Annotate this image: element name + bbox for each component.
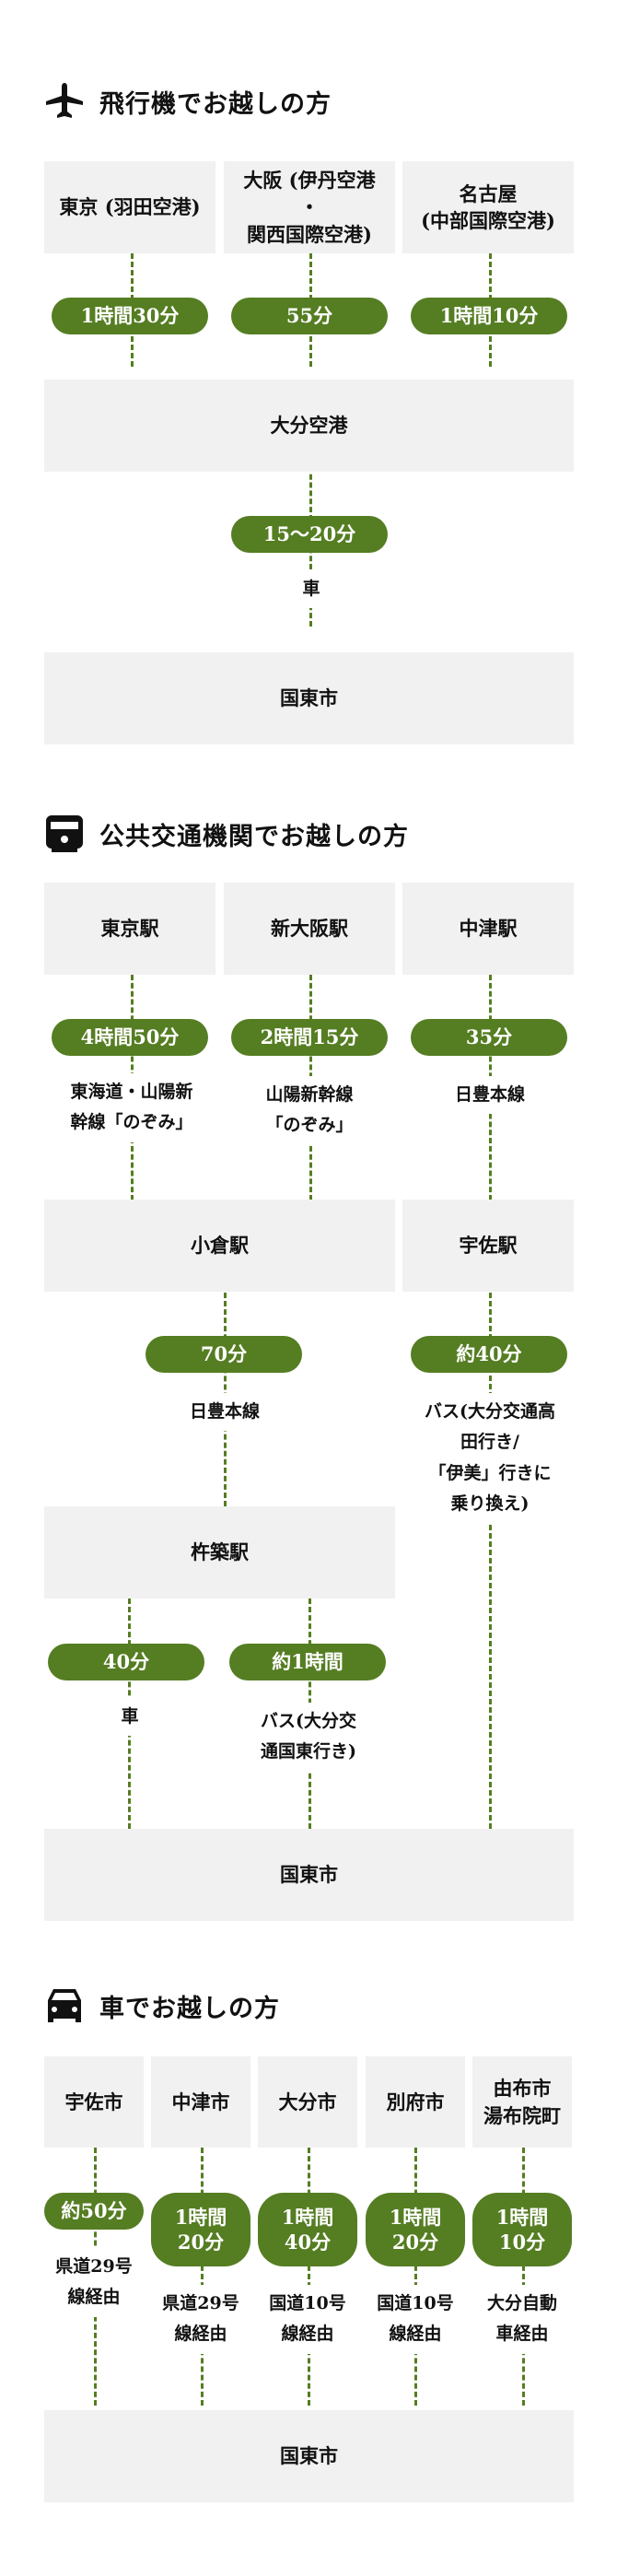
origin-nakatsu-station: 中津駅 bbox=[402, 883, 574, 975]
duration-badge: 1時間 20分 bbox=[366, 2193, 465, 2266]
route-label: 東海道・山陽新 幹線「のぞみ」 bbox=[55, 1073, 208, 1142]
car-title: 車でお越しの方 bbox=[99, 1994, 280, 2023]
origin-shin-osaka-station: 新大阪駅 bbox=[224, 883, 395, 975]
airplane-icon bbox=[46, 83, 83, 118]
airplane-heading: 飛行機でお越しの方 bbox=[44, 83, 332, 120]
route-label: 日豊本線 bbox=[433, 1076, 547, 1115]
airplane-title: 飛行機でお越しの方 bbox=[99, 89, 332, 119]
duration-badge: 4時間50分 bbox=[52, 1019, 208, 1056]
route-line bbox=[201, 2148, 204, 2406]
transit-heading: 公共交通機関でお越しの方 bbox=[44, 815, 409, 852]
duration-badge: 1時間 20分 bbox=[151, 2193, 250, 2266]
station-kokura: 小倉駅 bbox=[44, 1200, 395, 1292]
duration-badge: 1時間10分 bbox=[411, 298, 567, 334]
duration-badge: 70分 bbox=[146, 1336, 302, 1373]
duration-badge: 35分 bbox=[411, 1019, 567, 1056]
duration-badge: 約1時間 bbox=[229, 1644, 386, 1680]
origin-oita-city: 大分市 bbox=[258, 2056, 357, 2148]
duration-badge: 2時間15分 bbox=[231, 1019, 388, 1056]
destination-kunisaki: 国東市 bbox=[44, 1829, 574, 1921]
origin-nagoya-chubu: 名古屋 (中部国際空港) bbox=[402, 161, 574, 253]
route-label: 県道29号 線経由 bbox=[153, 2285, 249, 2354]
route-line bbox=[522, 2148, 525, 2406]
hub-oita-airport: 大分空港 bbox=[44, 380, 574, 472]
train-icon bbox=[46, 815, 83, 852]
duration-badge: 約50分 bbox=[44, 2193, 144, 2230]
station-usa: 宇佐駅 bbox=[402, 1200, 574, 1292]
origin-tokyo-station: 東京駅 bbox=[44, 883, 215, 975]
origin-yufuin: 由布市 湯布院町 bbox=[472, 2056, 572, 2148]
origin-usa-city: 宇佐市 bbox=[44, 2056, 144, 2148]
route-line bbox=[489, 1293, 492, 1829]
route-label: 県道29号 線経由 bbox=[46, 2248, 142, 2317]
duration-badge: 1時間 10分 bbox=[472, 2193, 572, 2266]
route-label: バス(大分交通高 田行き/ 「伊美」行きに 乗り換え) bbox=[414, 1393, 565, 1523]
route-label: 山陽新幹線 「のぞみ」 bbox=[241, 1076, 378, 1145]
duration-badge: 1時間30分 bbox=[52, 298, 208, 334]
duration-badge: 40分 bbox=[48, 1644, 204, 1680]
duration-badge: 約40分 bbox=[411, 1336, 567, 1373]
mode-label: 車 bbox=[291, 570, 332, 609]
transit-title: 公共交通機関でお越しの方 bbox=[99, 822, 409, 851]
destination-kunisaki: 国東市 bbox=[44, 652, 574, 744]
route-label: 国道10号 線経由 bbox=[260, 2285, 355, 2354]
route-line bbox=[414, 2148, 417, 2406]
route-line bbox=[308, 2148, 310, 2406]
duration-badge: 55分 bbox=[231, 298, 388, 334]
origin-beppu-city: 別府市 bbox=[366, 2056, 465, 2148]
duration-badge: 15〜20分 bbox=[231, 516, 388, 553]
origin-osaka-airports: 大阪 (伊丹空港 ・ 関西国際空港) bbox=[224, 161, 395, 253]
destination-kunisaki: 国東市 bbox=[44, 2410, 574, 2502]
route-label: バス(大分交 通国東行き) bbox=[250, 1703, 367, 1772]
route-label: 日豊本線 bbox=[180, 1393, 269, 1432]
origin-nakatsu-city: 中津市 bbox=[151, 2056, 250, 2148]
duration-badge: 1時間 40分 bbox=[258, 2193, 357, 2266]
station-kitsuki: 杵築駅 bbox=[44, 1506, 395, 1598]
car-heading: 車でお越しの方 bbox=[44, 1987, 280, 2024]
route-label: 国道10号 線経由 bbox=[367, 2285, 463, 2354]
car-icon bbox=[48, 1989, 81, 2022]
origin-tokyo-haneda: 東京 (羽田空港) bbox=[44, 161, 215, 253]
mode-label: 車 bbox=[111, 1698, 149, 1737]
route-label: 大分自動 車経由 bbox=[474, 2285, 570, 2354]
